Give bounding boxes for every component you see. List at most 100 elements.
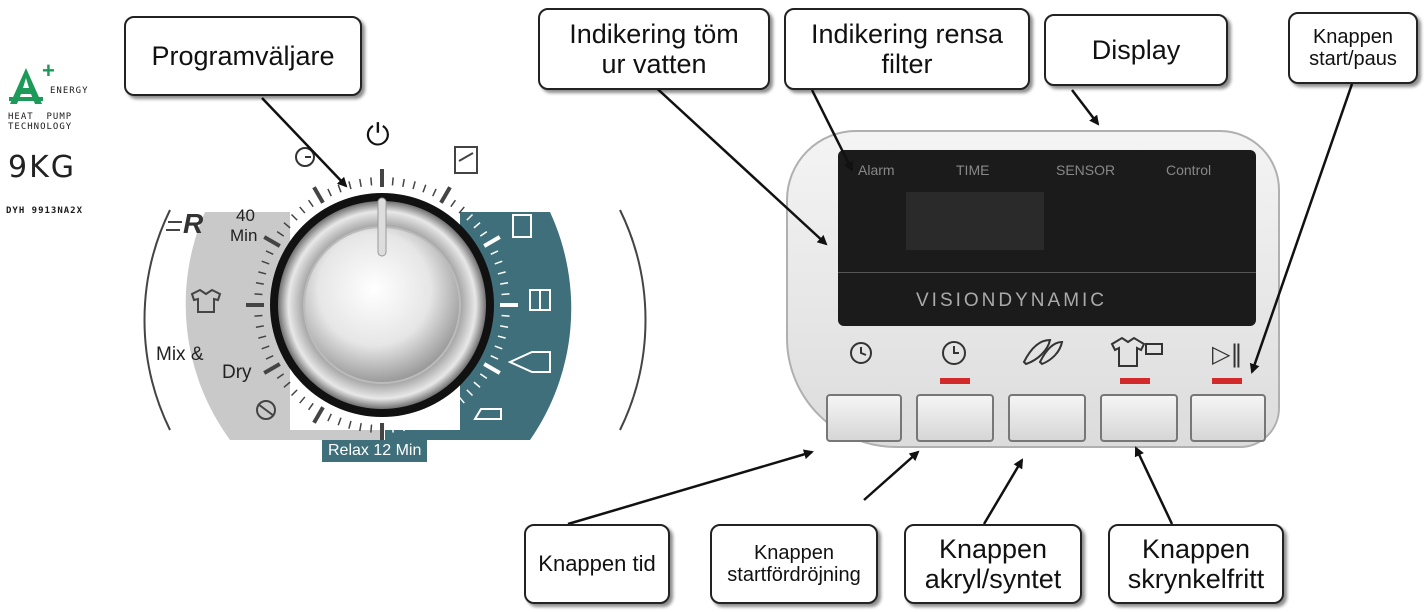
acrylic-synthetic-button[interactable] — [1008, 394, 1086, 442]
minor-tick — [255, 282, 264, 285]
minor-tick — [500, 325, 509, 328]
display-divider — [838, 272, 1256, 273]
cupboard-icon — [454, 146, 478, 174]
minor-tick — [276, 373, 285, 380]
minor-tick — [265, 355, 274, 360]
minor-tick — [359, 423, 362, 432]
label-knappen-startfordrojning: Knappen startfördröjning — [710, 524, 878, 604]
minor-tick — [359, 178, 362, 187]
delay-start-button[interactable] — [916, 394, 994, 442]
start-pause-button[interactable] — [1190, 394, 1266, 442]
major-tick — [263, 235, 281, 248]
minor-tick — [473, 222, 481, 229]
capacity-label: 9KG — [8, 150, 77, 185]
minor-tick — [254, 293, 263, 296]
minor-tick — [258, 271, 267, 275]
arrow-akryl — [982, 458, 1024, 525]
label-display: Display — [1044, 14, 1228, 86]
major-tick — [312, 186, 325, 204]
energy-plus: + — [42, 58, 55, 83]
minor-tick — [501, 293, 510, 296]
minor-tick — [265, 250, 274, 255]
minor-tick — [402, 423, 405, 432]
minor-tick — [479, 373, 488, 380]
outer-arc-left — [143, 209, 171, 431]
minor-tick — [348, 420, 352, 429]
minor-tick — [391, 177, 394, 186]
feather-icon — [1022, 338, 1064, 366]
major-tick — [439, 186, 452, 204]
minor-tick — [261, 260, 270, 265]
minor-tick — [497, 335, 506, 339]
visiondynamic-brand: VISIONDYNAMIC — [916, 290, 1108, 311]
min40-unit: Min — [230, 226, 258, 245]
hanger-icon — [507, 351, 551, 373]
minor-tick — [466, 213, 474, 221]
program-dial[interactable] — [130, 100, 650, 470]
led-start — [1212, 378, 1242, 384]
time-label: TIME — [956, 162, 990, 178]
minor-tick — [422, 184, 427, 193]
minor-tick — [276, 230, 285, 237]
minor-tick — [337, 184, 342, 193]
anti-crease-button[interactable] — [1100, 394, 1178, 442]
arrow-startfordrojning — [863, 450, 920, 501]
major-tick — [312, 406, 325, 424]
minor-tick — [299, 396, 306, 404]
minor-tick — [501, 314, 510, 317]
minor-tick — [255, 325, 264, 328]
minor-tick — [370, 177, 373, 186]
minor-tick — [327, 188, 332, 197]
minor-tick — [497, 271, 506, 275]
outer-arc-right — [619, 209, 647, 431]
control-label: Control — [1166, 162, 1212, 178]
heat-pump-label: HEAT PUMP — [8, 112, 73, 122]
sensor-label: SENSOR — [1056, 162, 1116, 178]
minor-tick — [258, 335, 267, 339]
minor-tick — [412, 181, 416, 190]
energy-a-icon — [9, 68, 43, 104]
label-programvaljare: Programväljare — [124, 16, 362, 96]
relax-label: Relax 12 Min — [322, 440, 428, 462]
minor-tick — [307, 402, 314, 411]
major-tick — [439, 406, 452, 424]
delay-start-icon — [942, 341, 966, 365]
minor-tick — [432, 188, 437, 197]
label-indikering-tom: Indikering töm ur vatten — [538, 8, 770, 90]
minor-tick — [402, 178, 405, 187]
minor-tick — [283, 222, 291, 229]
minor-tick — [307, 199, 314, 208]
minor-tick — [283, 381, 291, 388]
minor-tick — [494, 345, 503, 350]
model-label: DYH 9913NA2X — [6, 206, 84, 216]
time-button[interactable] — [826, 394, 902, 442]
cabinet-icon — [529, 289, 551, 311]
minor-tick — [348, 181, 352, 190]
minor-tick — [370, 424, 373, 433]
minor-tick — [299, 206, 306, 214]
led-delay — [940, 378, 970, 384]
power-symbol: ⏻ — [366, 118, 390, 153]
dry-label: Dry — [222, 362, 252, 383]
minor-tick — [391, 424, 394, 433]
play-pause-icon: ▷‖ — [1212, 340, 1243, 368]
minor-tick — [466, 389, 474, 397]
label-knappen-akryl: Knappen akryl/syntet — [904, 524, 1082, 604]
major-tick — [483, 235, 501, 248]
timer-icon — [295, 147, 315, 167]
minor-tick — [422, 417, 427, 426]
minor-tick — [494, 260, 503, 265]
energy-word: ENERGY — [50, 86, 89, 96]
knob-pointer — [377, 197, 387, 257]
yarn-icon — [256, 400, 276, 420]
minor-tick — [432, 413, 437, 422]
minor-tick — [412, 420, 416, 429]
label-knappen-tid: Knappen tid — [524, 524, 670, 604]
r-program-label: R — [183, 208, 204, 239]
minor-tick — [337, 417, 342, 426]
label-indikering-rensa: Indikering rensa filter — [784, 8, 1030, 90]
towel-icon — [512, 214, 532, 238]
minor-tick — [490, 250, 499, 255]
clock-icon — [850, 342, 872, 364]
technology-label: TECHNOLOGY — [8, 122, 73, 132]
